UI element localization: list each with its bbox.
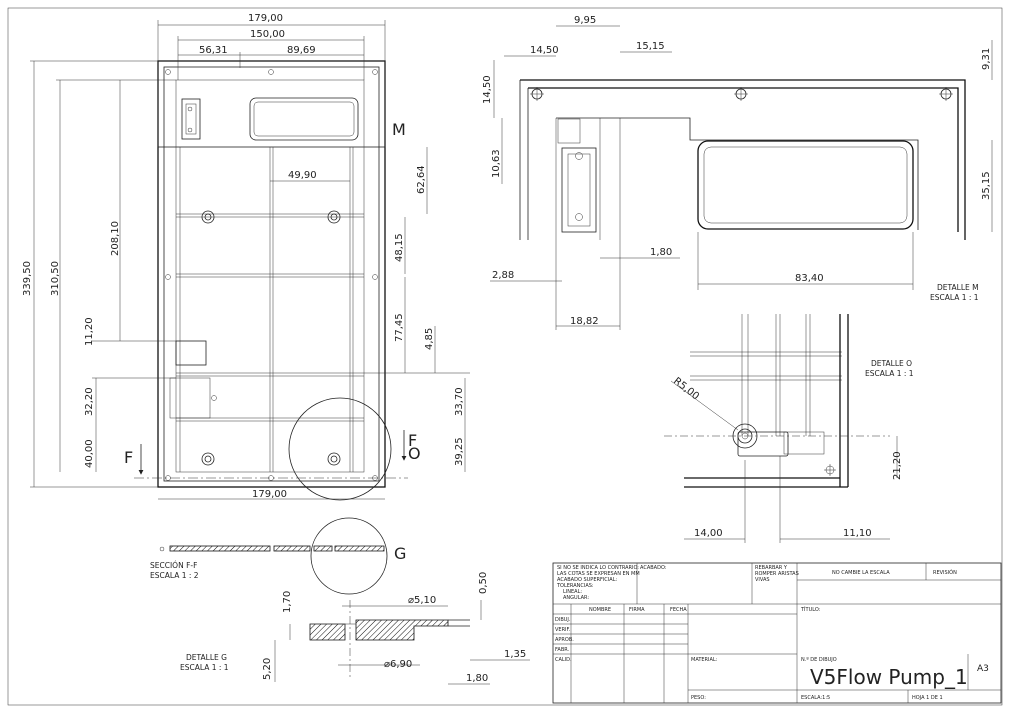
dim-931: 9,31 xyxy=(981,48,992,70)
label-f-right: F xyxy=(408,431,417,450)
label-o: O xyxy=(408,444,421,463)
tb-titulo: TÍTULO: xyxy=(800,606,821,613)
dim-g170: 1,70 xyxy=(282,591,293,613)
dim-179-bottom: 179,00 xyxy=(252,489,287,500)
dim-77: 77,45 xyxy=(394,313,405,342)
tb-material: MATERIAL: xyxy=(691,657,718,663)
tb-acabado: ACABADO: xyxy=(640,565,667,571)
dim-2120: 21,20 xyxy=(892,451,903,480)
detail-g-title: DETALLE G xyxy=(186,653,227,662)
tb-note-2: LAS COTAS SE EXPRESAN EN MM xyxy=(557,571,640,577)
tb-peso: PESO: xyxy=(691,695,706,701)
detail-g: 1,70 ⌀5,10 0,50 1,35 ⌀6,90 5,20 1,80 DET… xyxy=(180,572,530,685)
dim-g135: 1,35 xyxy=(504,649,526,660)
dim-179-top: 179,00 xyxy=(248,13,283,24)
tb-row-calid: CALID. xyxy=(555,657,572,663)
dim-40: 40,00 xyxy=(84,439,95,468)
tb-firma: FIRMA xyxy=(629,607,645,613)
dim-1450-v: 14,50 xyxy=(482,75,493,104)
tb-note-5: LINEAL: xyxy=(563,589,582,595)
dim-g520: 5,20 xyxy=(262,658,273,680)
dim-339: 339,50 xyxy=(22,261,33,296)
dim-150: 150,00 xyxy=(250,29,285,40)
dim-1882: 18,82 xyxy=(570,316,599,327)
tb-rebarbar-2: ROMPER ARISTAS xyxy=(755,571,799,577)
tb-no-cambie: NO CAMBIE LA ESCALA xyxy=(832,570,890,576)
detail-o-scale: ESCALA 1 : 1 xyxy=(865,369,914,378)
label-m: M xyxy=(392,120,406,139)
dim-310: 310,50 xyxy=(50,261,61,296)
dim-1400: 14,00 xyxy=(694,528,723,539)
dim-g510: ⌀5,10 xyxy=(408,595,436,606)
title-block: SI NO SE INDICA LO CONTRARIO: LAS COTAS … xyxy=(552,562,1002,704)
dim-180-m: 1,80 xyxy=(650,247,672,258)
tb-rebarbar-1: REBARBAR Y xyxy=(755,565,788,571)
tb-row-verif: VERIF. xyxy=(555,627,571,633)
tb-row-aprob: APROB. xyxy=(555,637,574,643)
detail-o-title: DETALLE O xyxy=(871,359,912,368)
dim-1110: 11,10 xyxy=(843,528,872,539)
dim-r500: R5,00 xyxy=(671,376,701,403)
dim-1450-h: 14,50 xyxy=(530,45,559,56)
dim-g050: 0,50 xyxy=(478,572,489,594)
section-ff-scale: ESCALA 1 : 2 xyxy=(150,571,199,580)
dim-1063: 10,63 xyxy=(491,149,502,178)
tb-row-dibuj: DIBUJ. xyxy=(555,617,571,623)
tb-size: A3 xyxy=(977,664,989,674)
detail-m-title: DETALLE M xyxy=(937,283,979,292)
dim-g690: ⌀6,90 xyxy=(384,659,412,670)
tb-rebarbar-3: VIVAS xyxy=(755,577,770,583)
dim-1515: 15,15 xyxy=(636,41,665,52)
detail-o: 21,20 14,00 11,10 R5,00 DETALLE O ESCALA… xyxy=(664,314,914,543)
detail-g-callout xyxy=(310,517,388,595)
tb-note-4: TOLERANCIAS: xyxy=(556,583,594,589)
dim-89: 89,69 xyxy=(287,45,316,56)
sheet-border xyxy=(7,7,1003,706)
section-ff: G SECCIÓN F-F ESCALA 1 : 2 xyxy=(150,517,406,595)
dim-39: 39,25 xyxy=(454,437,465,466)
dim-62: 62,64 xyxy=(416,165,427,194)
dim-48: 48,15 xyxy=(394,233,405,262)
tb-hoja: HOJA 1 DE 1 xyxy=(912,695,943,701)
dim-8340: 83,40 xyxy=(795,273,824,284)
tb-nombre: NOMBRE xyxy=(589,607,611,613)
dim-32: 32,20 xyxy=(84,387,95,416)
dim-4: 4,85 xyxy=(424,328,435,350)
detail-m-scale: ESCALA 1 : 1 xyxy=(930,293,979,302)
label-f-left: F xyxy=(124,448,133,467)
main-view: 179,00 150,00 56,31 89,69 179,00 49,90 3… xyxy=(22,13,470,501)
tb-note-1: SI NO SE INDICA LO CONTRARIO: xyxy=(557,565,639,571)
dim-995: 9,95 xyxy=(574,15,596,26)
dim-56: 56,31 xyxy=(199,45,228,56)
detail-m: 9,95 14,50 15,15 14,50 9,31 10,63 35,15 … xyxy=(482,15,993,330)
section-ff-title: SECCIÓN F-F xyxy=(150,561,197,570)
dim-g180: 1,80 xyxy=(466,673,488,684)
tb-escala: ESCALA:1:5 xyxy=(801,695,830,701)
dim-3515: 35,15 xyxy=(981,171,992,200)
detail-o-callout xyxy=(288,397,392,501)
dim-208: 208,10 xyxy=(110,221,121,256)
dim-33: 33,70 xyxy=(454,387,465,416)
tb-n-dibujo: N.º DE DIBUJO xyxy=(801,657,837,663)
detail-g-scale: ESCALA 1 : 1 xyxy=(180,663,229,672)
tb-note-3: ACABADO SUPERFICIAL: xyxy=(557,577,617,583)
label-g: G xyxy=(394,544,406,563)
dim-49: 49,90 xyxy=(288,170,317,181)
tb-row-fabr: FABR. xyxy=(555,647,570,653)
dim-288: 2,88 xyxy=(492,270,514,281)
tb-fecha: FECHA xyxy=(670,607,687,613)
dim-11: 11,20 xyxy=(84,317,95,346)
tb-note-6: ANGULAR: xyxy=(563,595,589,601)
tb-drawing-name: V5Flow Pump_1 xyxy=(810,665,968,689)
tb-revision: REVISIÓN xyxy=(933,569,957,576)
